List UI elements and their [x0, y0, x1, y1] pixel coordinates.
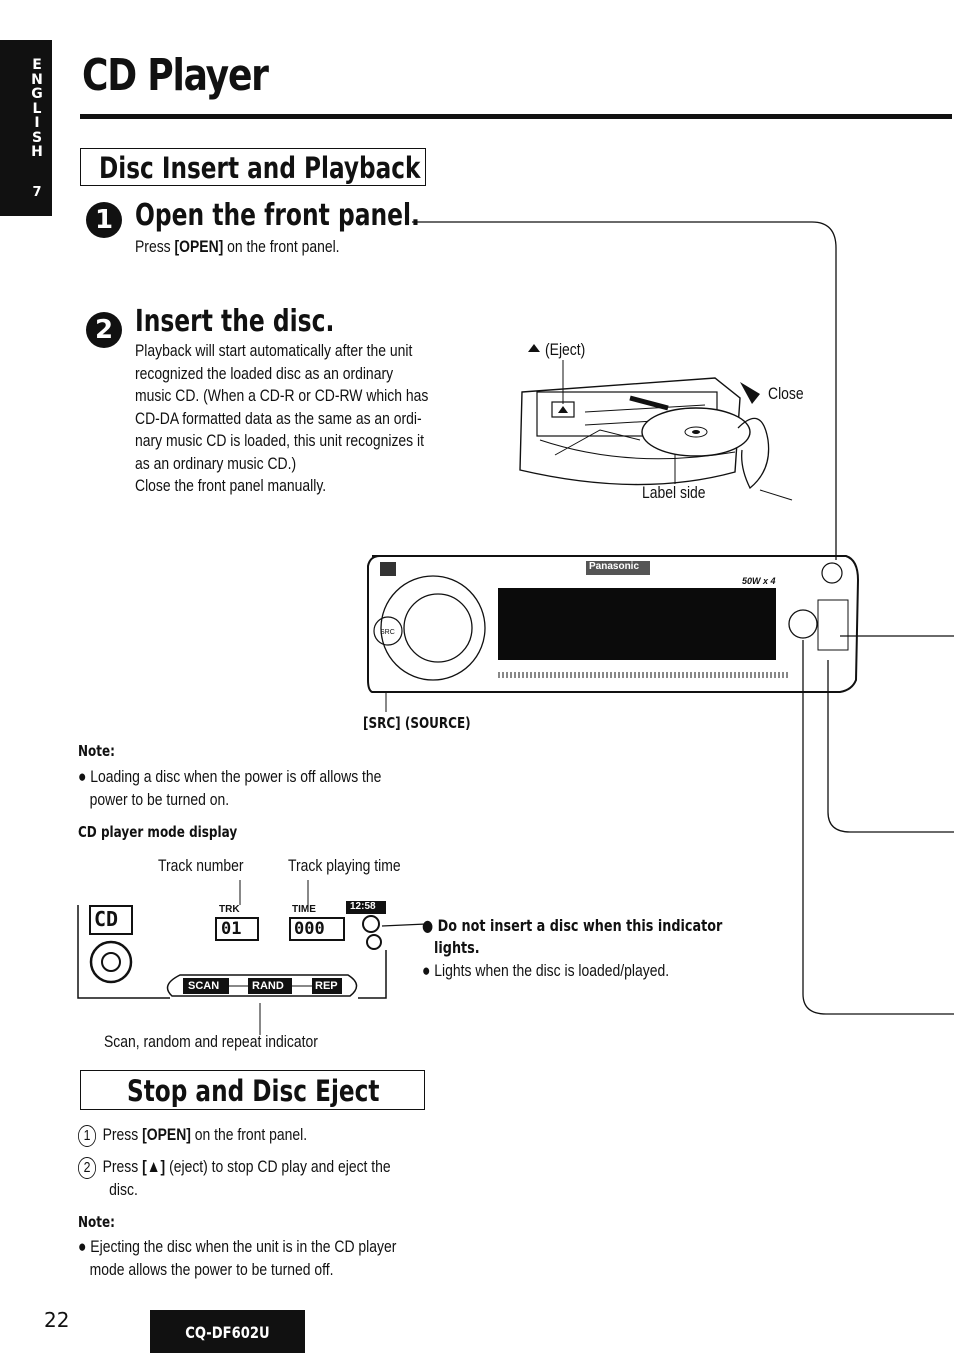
track-number-label: Track number — [158, 856, 244, 875]
disc-warning: ● Do not insert a disc when this indicat… — [422, 916, 723, 980]
close-arrow — [740, 382, 760, 404]
mode-display-heading: CD player mode display — [78, 823, 238, 841]
src-button — [373, 616, 403, 646]
power-label: 50W x 4 — [742, 576, 776, 586]
page-title: CD Player — [82, 50, 269, 101]
lcd-track-value: 01 — [221, 919, 242, 939]
disc-indicator-icon — [89, 940, 133, 984]
side-tab-number: 7 — [32, 185, 42, 200]
model-badge: CQ-DF602U — [150, 1310, 305, 1353]
lcd-scan: SCAN — [188, 980, 220, 992]
page-number: 22 — [44, 1308, 70, 1332]
eject-symbol — [528, 344, 540, 352]
volume-knob — [380, 575, 486, 681]
section-heading-insert: Disc Insert and Playback — [80, 148, 426, 186]
src-label: [SRC] (SOURCE) — [363, 714, 471, 732]
note-2-text: ● Ejecting the disc when the unit is in … — [78, 1237, 397, 1279]
step-2-text: Playback will start automatically after … — [135, 341, 429, 495]
eject-label: (Eject) — [545, 340, 586, 359]
scan-indicator-label: Scan, random and repeat indicator — [104, 1032, 318, 1051]
lcd-trk-tag: TRK — [219, 904, 240, 915]
lcd-clock: 12:58 — [350, 901, 376, 912]
step-2-title: Insert the disc. — [135, 304, 335, 339]
lcd-rep: REP — [315, 980, 338, 992]
brand-label: Panasonic — [589, 561, 640, 572]
lcd-time-tag: TIME — [292, 904, 316, 915]
lcd-time-value: 000 — [294, 919, 325, 939]
open-leader-curve — [811, 221, 837, 560]
close-label: Close — [768, 384, 804, 403]
language-side-tab: E N G L I S H 7 — [0, 40, 52, 216]
step-1-title: Open the front panel. — [135, 198, 420, 233]
step-1-badge: 1 — [86, 202, 122, 238]
note-1-text: ● Loading a disc when the power is off a… — [78, 767, 382, 809]
lcd-display-drawing — [77, 901, 387, 999]
note-1-heading: Note: — [78, 742, 115, 760]
step-2-badge: 2 — [86, 312, 122, 348]
note-2-heading: Note: — [78, 1213, 115, 1231]
title-rule — [80, 114, 952, 119]
display-window — [498, 588, 776, 660]
step-1-text: Press [OPEN] on the front panel. — [135, 237, 340, 256]
track-time-label: Track playing time — [288, 856, 401, 875]
lcd-rand: RAND — [252, 980, 284, 992]
head-unit-drawing: SRC — [367, 555, 860, 712]
section-heading-stop: Stop and Disc Eject — [80, 1070, 425, 1110]
language-letters: E N G L I S H — [31, 57, 43, 160]
disc-insert-drawing — [519, 344, 793, 501]
disc-load-indicator — [362, 915, 380, 933]
lcd-cd-text: CD — [94, 907, 119, 931]
svg-text:SRC: SRC — [380, 629, 395, 636]
label-side-label: Label side — [642, 483, 706, 502]
